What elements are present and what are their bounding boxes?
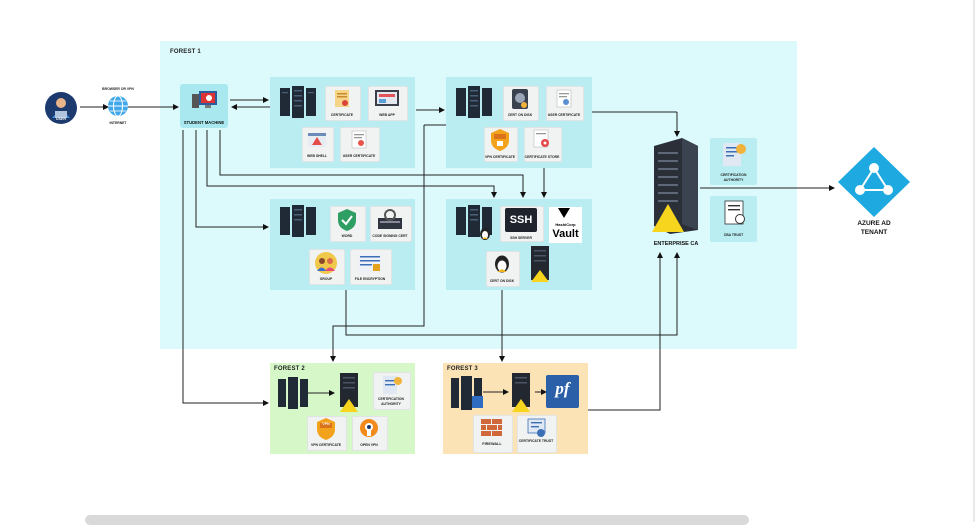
vpn-text: VPN: [322, 422, 330, 426]
cert-on-disk-label: CERT ON DISK: [507, 113, 533, 117]
server-rack-icon: [278, 377, 308, 409]
server-rack-icon: [280, 86, 318, 118]
computer-icon: [190, 90, 218, 112]
vault-triangle-icon: [558, 208, 570, 218]
globe-icon: [107, 95, 129, 117]
vault-brand: HashiCorp: [555, 222, 576, 227]
cba-trust-label: CBA TRUST: [723, 233, 744, 237]
horizontal-scrollbar[interactable]: [85, 515, 749, 525]
user-label: USER: [56, 117, 66, 121]
user-certificate-label: USER CERTIFICATE: [342, 154, 376, 158]
code-signing-label: CODE SIGNING CERT: [372, 234, 408, 238]
linux-icon: [479, 226, 491, 240]
forest-2-label: FOREST 2: [274, 366, 305, 372]
web-app-icon: [374, 89, 400, 109]
server-rack-icon: [456, 86, 494, 118]
pfsense-text: pf: [555, 379, 570, 398]
certification-authority-icon: [720, 141, 748, 169]
enterprise-ca-label: ENTERPRISE CA: [653, 241, 699, 247]
azure-ad-icon[interactable]: [836, 146, 912, 218]
vpn-certificate-label: VPN CERTIFICATE: [484, 155, 516, 159]
ssh-text: SSH: [509, 214, 533, 226]
forest-3-label: FOREST 3: [447, 366, 478, 372]
f2-vpn-certificate-label: VPN CERTIFICATE: [310, 443, 342, 447]
user-certificate-icon: [350, 130, 368, 150]
web-shell-icon: [307, 130, 327, 150]
certification-authority-icon: [381, 374, 403, 396]
certificate-store-label: CERTIFICATE STORE: [524, 155, 560, 159]
code-signing-icon: [377, 208, 403, 230]
file-encryption-icon: [357, 252, 383, 274]
vpn-shield-icon: [489, 128, 511, 152]
ssh-server-label: SSH SERVER: [510, 236, 532, 240]
ca-certification-authority-label-1: CERTIFICATION AUTHORITY: [720, 173, 747, 182]
azure-ad-label-line2: TENANT: [860, 229, 888, 236]
f2-certification-authority-label: CERTIFICATION AUTHORITY: [378, 397, 404, 406]
certificate-store-icon: [532, 129, 552, 151]
user-certificate-b-label: USER CERTIFICATE: [547, 113, 581, 117]
cert-on-disk-icon: [510, 88, 530, 110]
file-encryption-label: FILE ENCRYPTION: [354, 277, 386, 281]
web-app-label: WEB APP: [379, 113, 395, 117]
firewall-icon: [480, 417, 504, 439]
shield-icon: [337, 208, 357, 232]
terminal-icon: [505, 208, 537, 232]
certificate-icon: [333, 89, 351, 109]
internet-caption: BROWSER OR VPN: [102, 87, 134, 91]
cert-on-disk-d-label: CERT ON DISK: [489, 279, 515, 283]
web-shell-label: WEB SHELL: [307, 154, 327, 158]
user-icon: [45, 92, 77, 124]
server-rack-icon: [456, 205, 494, 237]
server-rack-icon: [451, 376, 483, 410]
internet-label: INTERNET: [109, 121, 127, 125]
server-rack-icon: [280, 205, 318, 237]
openvpn-label: OPEN VPN: [360, 443, 378, 447]
group-label: GROUP: [319, 277, 333, 281]
server-warning-icon: [508, 373, 534, 413]
forest-1-label: FOREST 1: [170, 49, 201, 55]
certificate-label: CERTIFICATE: [330, 113, 354, 117]
linux-icon: [494, 253, 510, 273]
word-label: WORD: [341, 234, 353, 238]
azure-ad-label-line1: AZURE AD: [857, 220, 891, 227]
server-warning-icon: [527, 246, 553, 284]
student-machine-label: STUDENT MACHINE: [183, 120, 225, 125]
cba-trust-icon: [722, 199, 748, 227]
certificate-trust-label: CERTIFICATE TRUST: [518, 439, 554, 443]
vault-text: Vault: [552, 228, 579, 240]
server-warning-icon: [336, 373, 362, 413]
certificate-trust-icon: [527, 417, 547, 439]
vpn-shield-icon: [315, 417, 337, 441]
pfsense-logo: [546, 375, 579, 408]
user-certificate-b-icon: [555, 89, 573, 109]
openvpn-icon: [359, 418, 379, 438]
right-edge-divider: [973, 0, 975, 522]
enterprise-ca-server[interactable]: [648, 136, 704, 236]
group-icon: [314, 251, 338, 275]
firewall-label: FIREWALL: [482, 442, 502, 446]
user-node[interactable]: [44, 91, 78, 125]
